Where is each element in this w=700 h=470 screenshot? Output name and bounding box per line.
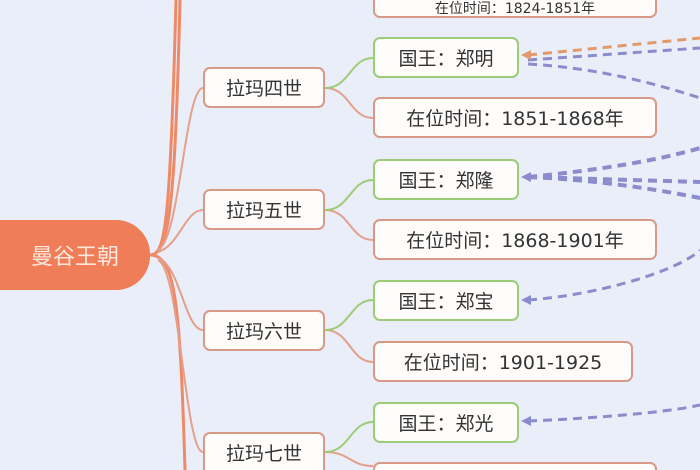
arrow-line [527,403,700,423]
arrowhead-icon [521,172,531,182]
reign-node[interactable]: 在位时间：1824-1851年 [373,0,657,18]
king-label: 国王：郑光 [398,413,494,435]
reign-line [324,329,374,363]
reign-node[interactable] [373,462,657,470]
reign-label: 在位时间：1868-1901年 [406,230,624,252]
arrow-line [527,146,700,179]
branch-node-rama7[interactable]: 拉玛七世 [203,432,325,470]
king-label: 国王：郑宝 [398,291,494,313]
king-line [324,421,374,453]
arrowhead-icon [521,416,531,426]
arrow-line [527,175,700,200]
reign-node[interactable]: 在位时间：1868-1901年 [373,219,657,260]
reign-label: 在位时间：1824-1851年 [434,1,596,17]
arrowhead-icon [521,50,531,60]
king-node[interactable]: 国王：郑光 [373,402,519,443]
branch-label: 拉玛五世 [225,200,302,222]
reign-line [324,209,374,241]
king-line [324,299,374,331]
root-label: 曼谷王朝 [30,245,119,270]
king-node[interactable]: 国王：郑隆 [373,159,519,200]
branch-node-rama5[interactable]: 拉玛五世 [203,189,325,230]
reign-label: 在位时间：1901-1925 [403,352,603,374]
branch-line [157,209,204,253]
branch-node-rama4[interactable]: 拉玛四世 [203,67,325,108]
reign-node[interactable]: 在位时间：1851-1868年 [373,97,657,138]
arrow-line [527,175,700,184]
king-line [324,57,374,89]
king-node[interactable]: 国王：郑宝 [373,280,519,321]
king-label: 国王：郑明 [398,48,494,70]
branch-line [157,257,204,331]
king-node[interactable]: 国王：郑明 [373,37,519,78]
reign-line [324,451,374,467]
king-line [324,179,374,211]
branch-label: 拉玛四世 [225,78,302,100]
arrow-line [527,62,700,100]
branch-node-rama6[interactable]: 拉玛六世 [203,310,325,351]
root-node[interactable]: 曼谷王朝 [0,220,150,290]
branch-line [157,259,204,453]
arrowhead-icon [521,295,531,305]
reign-node[interactable]: 在位时间：1901-1925 [373,341,633,382]
branch-label: 拉玛六世 [225,321,302,343]
trunk-line [149,253,187,470]
reign-line [324,87,374,119]
trunk-line [149,0,178,257]
reign-label: 在位时间：1851-1868年 [406,108,624,130]
king-label: 国王：郑隆 [398,170,494,192]
arrow-line [527,36,700,57]
branch-label: 拉玛七世 [225,442,302,465]
branch-line [157,87,204,251]
arrow-line [527,46,700,62]
arrow-line [527,248,700,302]
